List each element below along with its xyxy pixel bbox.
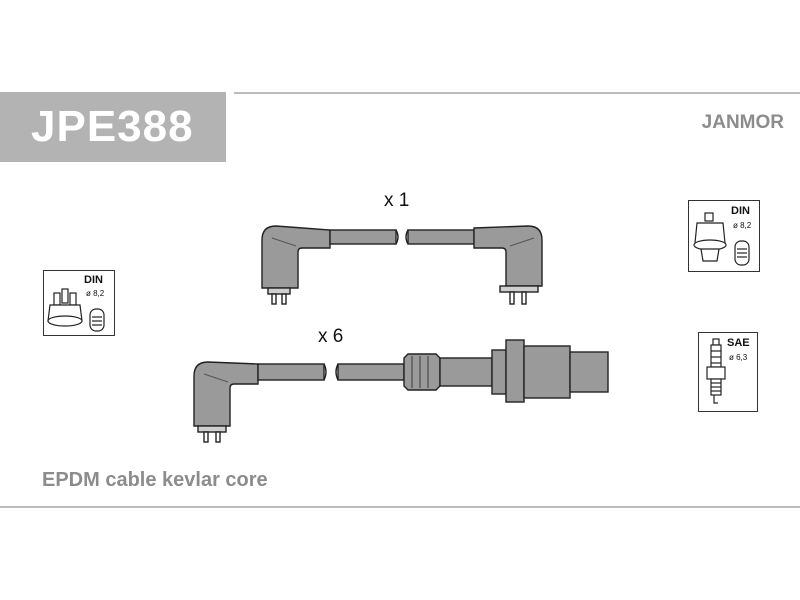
top-cable-segment-right [407, 229, 475, 245]
footer-divider [0, 506, 800, 508]
bottom-cable-segment-left [257, 363, 325, 381]
brand-name: JANMOR [701, 112, 784, 133]
top-right-angle-boot [473, 225, 543, 287]
distributor-cap-icon [47, 288, 105, 332]
cable-quantity-top: x 1 [384, 190, 410, 211]
distributor-cap-icon [693, 212, 750, 266]
top-cable [261, 225, 543, 305]
connector-card-din-right: DIN ø 8,2 [688, 200, 760, 272]
top-left-angle-boot [261, 225, 331, 289]
top-right-terminal [499, 285, 539, 293]
bottom-straight-plug-boot [403, 353, 441, 391]
connector-diameter-right-top: ø 8,2 [733, 221, 752, 230]
part-code-banner [0, 92, 226, 162]
bottom-cable [193, 339, 609, 443]
connector-diameter-sae: ø 6,3 [729, 353, 748, 362]
connector-standard-left: DIN [84, 274, 103, 286]
cable-description: EPDM cable kevlar core [42, 469, 268, 491]
part-code: JPE388 [31, 102, 194, 151]
connector-diameter-left: ø 8,2 [86, 289, 105, 298]
bottom-cable-segment-right [337, 363, 405, 381]
spark-plug-icon [706, 338, 726, 404]
connector-card-din-left: DIN ø 8,2 [43, 270, 115, 336]
bottom-left-terminal [197, 425, 227, 433]
connector-standard-sae: SAE [727, 337, 750, 349]
connector-standard-right-top: DIN [731, 205, 750, 217]
cable-quantity-bottom: x 6 [318, 326, 344, 347]
header-divider [234, 92, 800, 94]
bottom-left-angle-boot [193, 361, 259, 427]
top-left-terminal [267, 287, 291, 295]
top-cable-segment-left [329, 229, 397, 245]
connector-card-sae: SAE ø 6,3 [698, 332, 758, 412]
